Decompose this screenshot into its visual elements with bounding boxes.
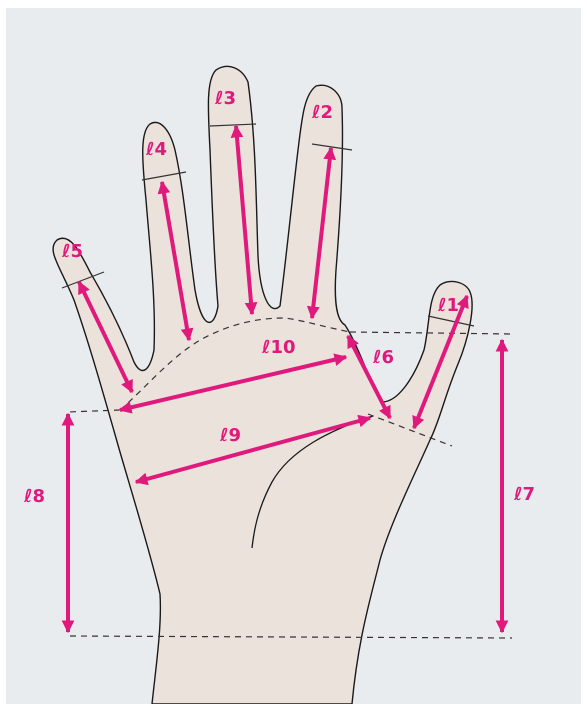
joint-ticks: [62, 124, 474, 326]
label-l4: ℓ4: [145, 139, 167, 160]
label-l3: ℓ3: [214, 88, 236, 109]
label-l8: ℓ8: [23, 486, 45, 507]
label-l10: ℓ10: [261, 337, 296, 358]
label-l7: ℓ7: [513, 484, 535, 505]
label-l2: ℓ2: [311, 102, 333, 123]
label-l9: ℓ9: [219, 425, 241, 446]
label-l1: ℓ1: [437, 295, 459, 316]
label-l5: ℓ5: [61, 241, 83, 262]
label-l6: ℓ6: [372, 347, 394, 368]
hand-outline: [53, 66, 472, 704]
